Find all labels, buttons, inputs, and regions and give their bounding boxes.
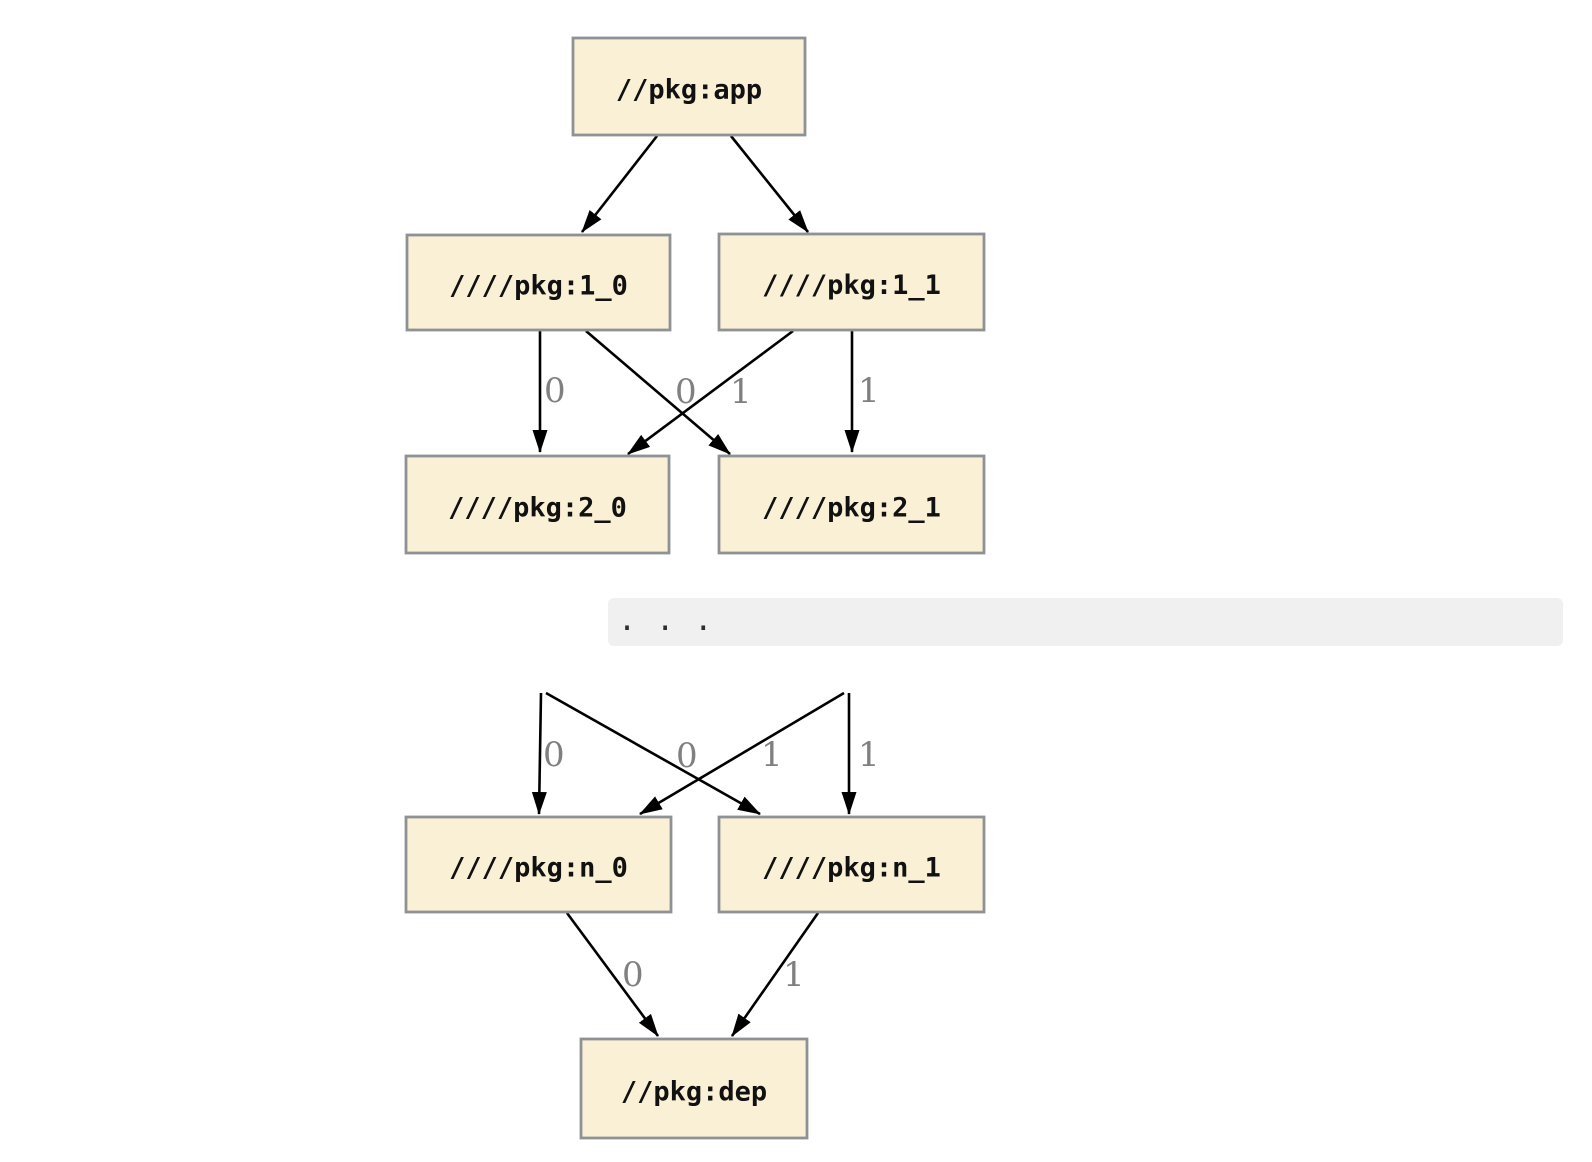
- node-label-1_1: ////pkg:1_1: [762, 270, 941, 301]
- edge-app-to-1_0: [580, 135, 659, 233]
- node-label-n_1: ////pkg:n_1: [762, 853, 941, 884]
- node-n_1: [717, 815, 986, 914]
- node-label-app: //pkg:app: [616, 75, 762, 106]
- edge-label-ellipsis-to-n_1: 1: [761, 735, 783, 775]
- edge-ellipsis-to-n_1: [545, 691, 761, 816]
- edge-n_0-to-dep: [565, 912, 660, 1037]
- edge-1_0-to-2_1: [585, 330, 731, 455]
- edge-label-ellipsis-to-n_0: 0: [676, 736, 698, 776]
- edge-label-1_1-to-2_1: 1: [858, 371, 880, 411]
- edge-app-to-1_1: [729, 135, 810, 233]
- edge-label-1_1-to-2_0: 0: [675, 372, 697, 412]
- lower-dependency-graph: 0 1 0 1 0 1 ////pkg:n_0 ////pkg:n_1 //pkg:dep: [404, 691, 986, 1140]
- node-dep: [579, 1037, 809, 1140]
- node-app: [571, 36, 807, 137]
- node-2_1: [717, 454, 986, 555]
- edge-label-1_0-to-2_0: 0: [544, 371, 566, 411]
- edge-label-n_0-to-dep: 0: [622, 955, 644, 995]
- node-label-dep: //pkg:dep: [621, 1077, 767, 1108]
- edge-label-ellipsis-to-n_0: 0: [543, 735, 565, 775]
- edge-ellipsis-to-n_0: [531, 692, 547, 815]
- edge-1_1-to-2_0: [627, 329, 794, 456]
- edge-label-n_1-to-dep: 1: [783, 955, 805, 995]
- node-1_0: [405, 233, 672, 332]
- ellipsis-text: . . .: [618, 603, 714, 638]
- node-n_0: [404, 815, 673, 914]
- ellipsis-band: . . .: [608, 598, 1563, 646]
- node-label-2_0: ////pkg:2_0: [448, 493, 627, 524]
- node-label-n_0: ////pkg:n_0: [449, 853, 628, 884]
- node-label-2_1: ////pkg:2_1: [762, 493, 941, 524]
- edge-n_1-to-dep: [730, 912, 820, 1037]
- edge-ellipsis-to-n_0: [639, 691, 845, 816]
- node-2_0: [404, 454, 671, 555]
- edge-label-ellipsis-to-n_1: 1: [858, 735, 880, 775]
- node-1_1: [717, 232, 986, 332]
- edge-label-1_0-to-2_1: 1: [730, 372, 752, 412]
- node-label-1_0: ////pkg:1_0: [449, 271, 628, 302]
